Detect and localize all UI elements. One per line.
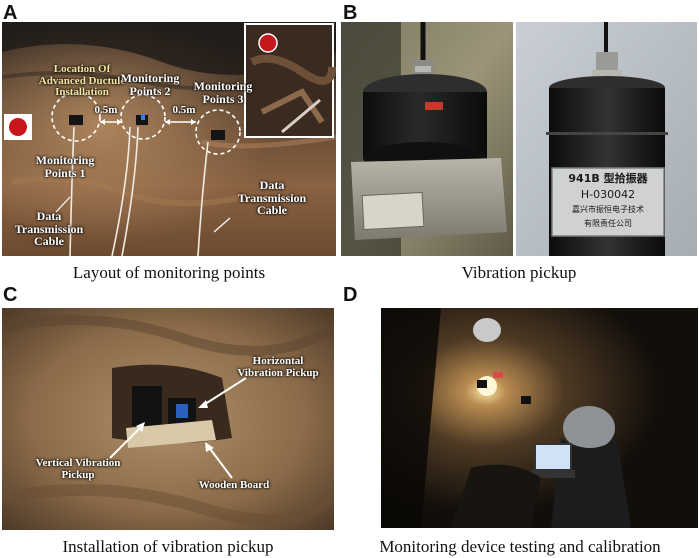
panel-a-photo: Location Of Advanced Ductule Installatio… (2, 22, 336, 256)
panel-c-caption: Installation of vibration pickup (62, 537, 274, 556)
cable-left-line3: Cable (34, 234, 64, 249)
vibration-sensor-illustration (341, 22, 513, 256)
location-label-line3: Installation (55, 86, 109, 99)
location-label: Location Of Advanced Ductule Installatio… (22, 63, 142, 99)
mp1-label-line2: Points 1 (44, 165, 86, 180)
panel-letter-b: B (343, 2, 358, 24)
nameplate-company: 有限责任公司 (584, 219, 632, 228)
panel-c-photo: Horizontal Vibration Pickup Vertical Vib… (2, 308, 334, 530)
horizontal-pickup-label: Horizontal Vibration Pickup (224, 355, 332, 379)
data-cable-label-right: Data Transmission Cable (224, 179, 320, 217)
monitoring-point-1-label: Monitoring Points 1 (24, 154, 106, 179)
nameplate-serial: H-030042 (580, 188, 636, 201)
spacing-label-left: 0.5m (94, 104, 118, 116)
tunnel-rock-illustration (2, 22, 336, 256)
sensor-nameplate: 941B 型拾振器 H-030042 嘉兴市振恒电子技术 有限责任公司 (552, 170, 664, 231)
mp3-label-line1: Monitoring (193, 79, 253, 93)
location-label-line1: Location Of (53, 63, 111, 75)
mp2-label-line2: Points 2 (129, 83, 171, 98)
panel-b-photo-left (341, 22, 513, 256)
nameplate-model: 941B 型拾振器 (568, 172, 648, 185)
cable-left-line1: Data (36, 209, 62, 223)
monitoring-point-2-label: Monitoring Points 2 (110, 72, 190, 97)
monitoring-point-3-label: Monitoring Points 3 (190, 80, 256, 105)
wooden-board-label: Wooden Board (198, 479, 270, 491)
horizontal-label-line2: Vibration Pickup (237, 366, 319, 379)
data-cable-label-left: Data Transmission Cable (6, 210, 92, 248)
mp3-label-line2: Points 3 (202, 91, 244, 106)
vibration-pickup-sensor-illustration (516, 22, 697, 256)
vertical-pickup-label: Vertical Vibration Pickup (16, 457, 140, 481)
panel-b-photo-right: 941B 型拾振器 H-030042 嘉兴市振恒电子技术 有限责任公司 (516, 22, 697, 256)
cable-right-line1: Data (259, 178, 285, 192)
panel-d-photo (381, 308, 698, 528)
nameplate-maker: 嘉兴市振恒电子技术 (572, 205, 644, 214)
panel-letter-a: A (3, 2, 18, 24)
location-label-line2: Advanced Ductule (38, 74, 126, 87)
cable-left-line2: Transmission (14, 221, 84, 236)
cable-right-line3: Cable (257, 203, 287, 218)
panel-letter-d: D (343, 284, 358, 306)
mp2-label-line1: Monitoring (120, 71, 180, 85)
vertical-label-line1: Vertical Vibration (35, 457, 121, 469)
testing-scene-illustration (381, 308, 698, 528)
panel-d-caption: Monitoring device testing and calibratio… (379, 537, 661, 556)
spacing-label-right: 0.5m (172, 104, 196, 116)
cable-right-line2: Transmission (237, 190, 307, 205)
vertical-label-line2: Pickup (61, 468, 95, 481)
horizontal-label-line1: Horizontal (252, 355, 304, 367)
mp1-label-line1: Monitoring (35, 153, 95, 167)
panel-a-caption: Layout of monitoring points (72, 263, 266, 282)
panel-b-caption: Vibration pickup (461, 263, 577, 282)
installation-rock-illustration (2, 308, 334, 530)
panel-letter-c: C (3, 284, 18, 306)
